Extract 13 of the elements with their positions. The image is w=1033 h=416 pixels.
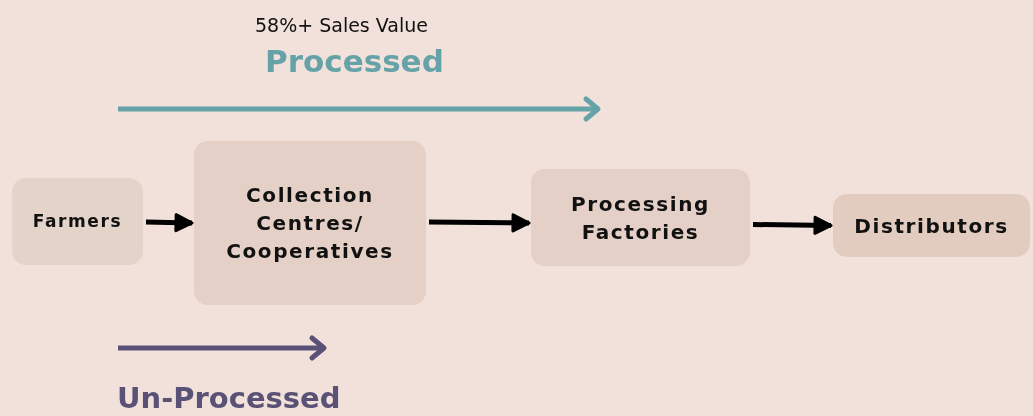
process-box [531,169,750,266]
arrow [752,215,833,235]
node-label: Farmers [31,209,124,233]
arrow [145,213,194,233]
node-label: Collection Centres/ Cooperatives [225,182,395,265]
process-box [194,141,426,305]
node-label: Processing Factories [570,190,711,246]
flow-label: Un-Processed [117,383,341,415]
flow-label: Processed [265,44,444,79]
note-label: 58%+ Sales Value [255,15,428,36]
node-label: Distributors [853,212,1010,240]
arrow [428,213,531,233]
process-box [833,194,1030,257]
